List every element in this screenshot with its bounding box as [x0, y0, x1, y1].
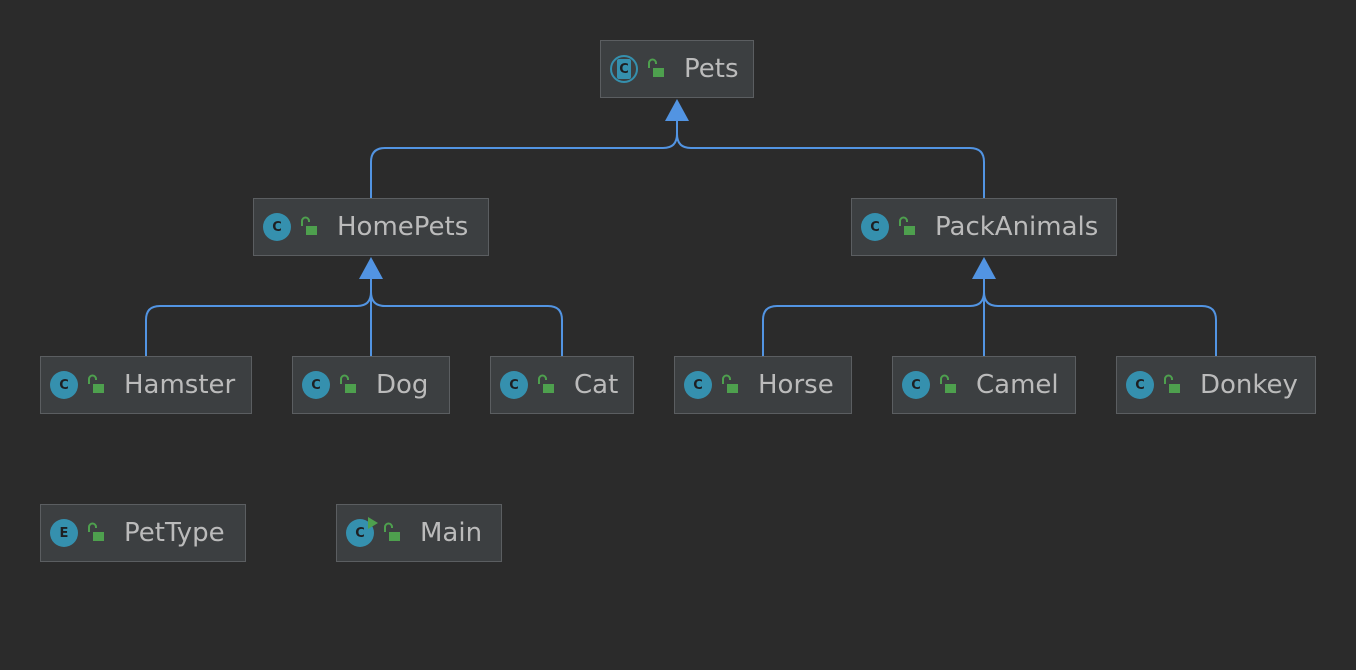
public-lock-icon [384, 522, 400, 541]
class-icon: C [1126, 371, 1154, 399]
class-node-cat[interactable]: C Cat [490, 356, 634, 414]
node-label: Donkey [1200, 370, 1298, 400]
kind-letter: C [693, 377, 703, 393]
class-node-dog[interactable]: C Dog [292, 356, 450, 414]
class-icon: C [861, 213, 889, 241]
class-icon: C [50, 371, 78, 399]
public-lock-icon [722, 374, 738, 393]
inheritance-line-horse-packanimals [762, 279, 985, 356]
abstract-class-icon: C [610, 55, 638, 83]
enum-icon: E [50, 519, 78, 547]
node-label: PackAnimals [935, 212, 1099, 242]
run-icon [368, 517, 378, 529]
public-lock-icon [88, 374, 104, 393]
inheritance-arrowhead-pets [665, 99, 689, 121]
public-lock-icon [899, 216, 915, 235]
node-label: Camel [976, 370, 1059, 400]
class-node-homepets[interactable]: C HomePets [253, 198, 489, 256]
public-lock-icon [340, 374, 356, 393]
inheritance-arrowhead-packanimals [972, 257, 996, 279]
inheritance-line-donkey-packanimals [983, 279, 1217, 356]
class-icon: C [263, 213, 291, 241]
kind-letter: C [272, 219, 282, 235]
inheritance-line-hamster-homepets [145, 279, 372, 356]
public-lock-icon [648, 58, 664, 77]
class-node-packanimals[interactable]: C PackAnimals [851, 198, 1117, 256]
inheritance-arrowhead-homepets [359, 257, 383, 279]
inheritance-line-cat-homepets [370, 279, 563, 356]
kind-letter: C [509, 377, 519, 393]
kind-letter: C [59, 377, 69, 393]
public-lock-icon [940, 374, 956, 393]
node-label: PetType [124, 518, 225, 548]
inheritance-line-packanimals-pets [676, 121, 985, 198]
public-lock-icon [538, 374, 554, 393]
node-label: Dog [376, 370, 429, 400]
node-label: Cat [574, 370, 619, 400]
inheritance-line-homepets-pets [370, 121, 678, 198]
public-lock-icon [1164, 374, 1180, 393]
kind-letter: C [355, 525, 365, 541]
public-lock-icon [88, 522, 104, 541]
class-icon: C [302, 371, 330, 399]
class-node-horse[interactable]: C Horse [674, 356, 852, 414]
class-node-camel[interactable]: C Camel [892, 356, 1076, 414]
node-label: Pets [684, 54, 739, 84]
node-label: Main [420, 518, 483, 548]
public-lock-icon [301, 216, 317, 235]
kind-letter: E [59, 525, 69, 541]
node-label: HomePets [337, 212, 469, 242]
class-node-pets[interactable]: C Pets [600, 40, 754, 98]
class-icon: C [684, 371, 712, 399]
kind-letter: C [870, 219, 880, 235]
kind-letter: C [911, 377, 921, 393]
class-node-main[interactable]: C Main [336, 504, 502, 562]
class-node-donkey[interactable]: C Donkey [1116, 356, 1316, 414]
kind-letter: C [311, 377, 321, 393]
class-icon: C [902, 371, 930, 399]
enum-node-pettype[interactable]: E PetType [40, 504, 246, 562]
node-label: Hamster [124, 370, 236, 400]
node-label: Horse [758, 370, 834, 400]
kind-letter: C [619, 61, 629, 77]
class-icon: C [346, 517, 378, 547]
class-node-hamster[interactable]: C Hamster [40, 356, 252, 414]
kind-letter: C [1135, 377, 1145, 393]
class-icon: C [500, 371, 528, 399]
